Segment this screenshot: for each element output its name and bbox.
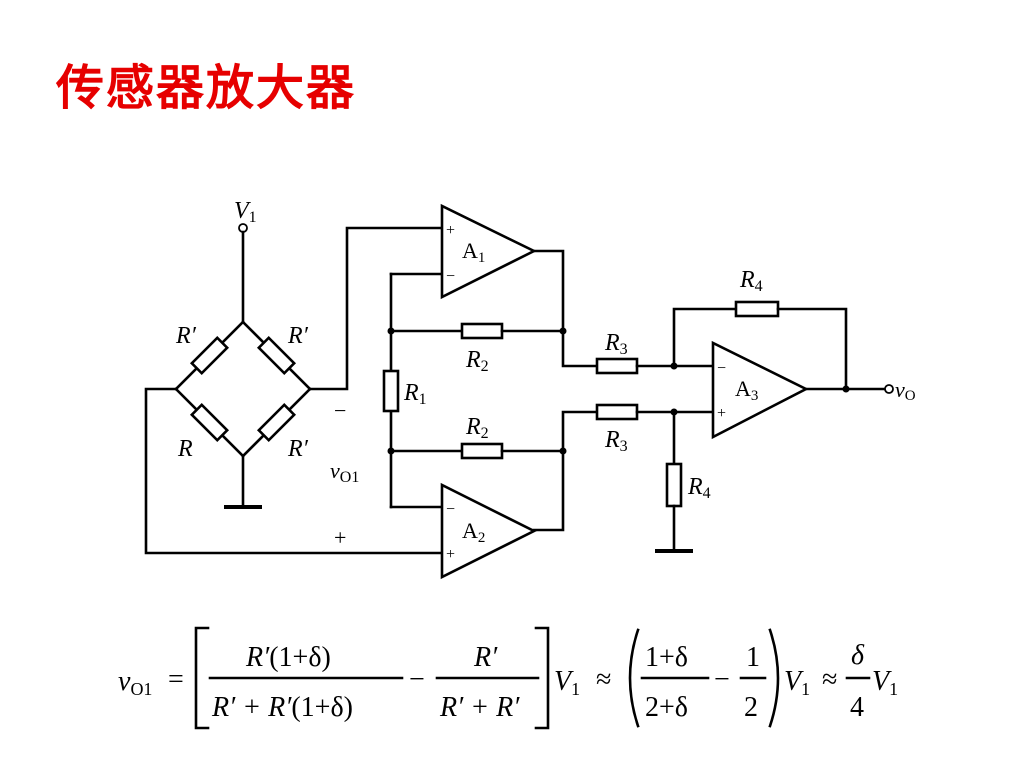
formula-bracket-left (194, 626, 210, 730)
formula-approx-a: ≈ (596, 664, 611, 695)
vo1-minus-label: − (334, 398, 346, 423)
formula-approx-b: ≈ (822, 664, 837, 695)
r3-top-resistor (595, 357, 639, 375)
r2-top-resistor (460, 322, 504, 340)
output-terminal (884, 384, 894, 394)
r3-bottom-resistor (595, 403, 639, 421)
r4-top-label: R4 (739, 267, 763, 295)
formula-minus: − (409, 664, 425, 695)
formula: vO1 = R′(1+δ) R′ + R′(1+δ) − R′ R′ + R′ … (118, 626, 898, 730)
formula-v1-a: V1 (554, 666, 580, 699)
bridge-resistor-upper-left (189, 335, 230, 376)
opamp-a1 (440, 203, 537, 300)
formula-paren-left (628, 628, 640, 728)
formula-equals: = (168, 664, 184, 695)
formula-lhs: vO1 (118, 666, 152, 699)
formula-v1-b: V1 (784, 666, 810, 699)
formula-frac4-denominator: 2 (744, 692, 758, 723)
formula-minus-2: − (714, 664, 730, 695)
r1-label: R1 (403, 380, 427, 408)
r1-resistor (382, 369, 400, 413)
formula-frac2-numerator: R′ (473, 642, 498, 673)
opamp-a2 (440, 482, 537, 580)
a2-label: A2 (462, 518, 485, 546)
r4-top-resistor (734, 300, 780, 318)
r2-bottom-resistor (460, 442, 504, 460)
formula-frac4-numerator: 1 (746, 642, 760, 673)
formula-paren-right (768, 628, 780, 728)
r4-bottom-resistor (665, 462, 683, 508)
a2-plus-sign: + (446, 546, 455, 563)
formula-frac5-numerator: δ (851, 640, 865, 671)
formula-frac1-numerator: R′(1+δ) (245, 642, 331, 673)
circuit-labels: V1 R′ R′ R R′ − vO1 + R1 R2 R2 R3 R3 R4 … (175, 198, 916, 563)
a3-minus-sign: − (717, 360, 726, 377)
a3-label: A3 (735, 376, 758, 404)
a1-plus-sign: + (446, 222, 455, 239)
a2-minus-sign: − (446, 501, 455, 518)
r3-bottom-label: R3 (604, 427, 628, 455)
r3-top-label: R3 (604, 330, 628, 358)
bridge-resistor-upper-right (256, 335, 297, 376)
formula-frac2-denominator: R′ + R′ (439, 692, 520, 723)
bridge-resistor-lower-right (256, 402, 297, 443)
formula-v1-c: V1 (872, 666, 898, 699)
bridge-network (144, 223, 444, 555)
vo1-label: vO1 (330, 458, 359, 486)
bridge-label-lower-left: R (177, 436, 193, 462)
slide-title: 传感器放大器 (56, 60, 357, 116)
formula-frac3-denominator: 2+δ (645, 692, 688, 723)
v1-label: V1 (234, 198, 257, 226)
a1-label: A1 (462, 238, 485, 266)
r2-top-label: R2 (465, 347, 489, 375)
r4-bottom-label: R4 (687, 474, 711, 502)
r2-bottom-label: R2 (465, 414, 489, 442)
bridge-label-lower-right: R′ (287, 436, 309, 462)
formula-frac1-denominator: R′ + R′(1+δ) (211, 692, 353, 723)
difference-stage (595, 300, 894, 553)
output-label: vO (895, 377, 916, 404)
vo1-plus-label: + (334, 525, 346, 550)
formula-frac5-denominator: 4 (850, 692, 864, 723)
a1-minus-sign: − (446, 268, 455, 285)
bridge-label-upper-left: R′ (175, 323, 197, 349)
formula-bracket-right (534, 626, 550, 730)
formula-frac3-numerator: 1+δ (645, 642, 688, 673)
a3-plus-sign: + (717, 405, 726, 422)
input-stage (382, 203, 599, 580)
bridge-resistor-lower-left (189, 402, 230, 443)
opamp-a3 (711, 340, 809, 440)
bridge-label-upper-right: R′ (287, 323, 309, 349)
